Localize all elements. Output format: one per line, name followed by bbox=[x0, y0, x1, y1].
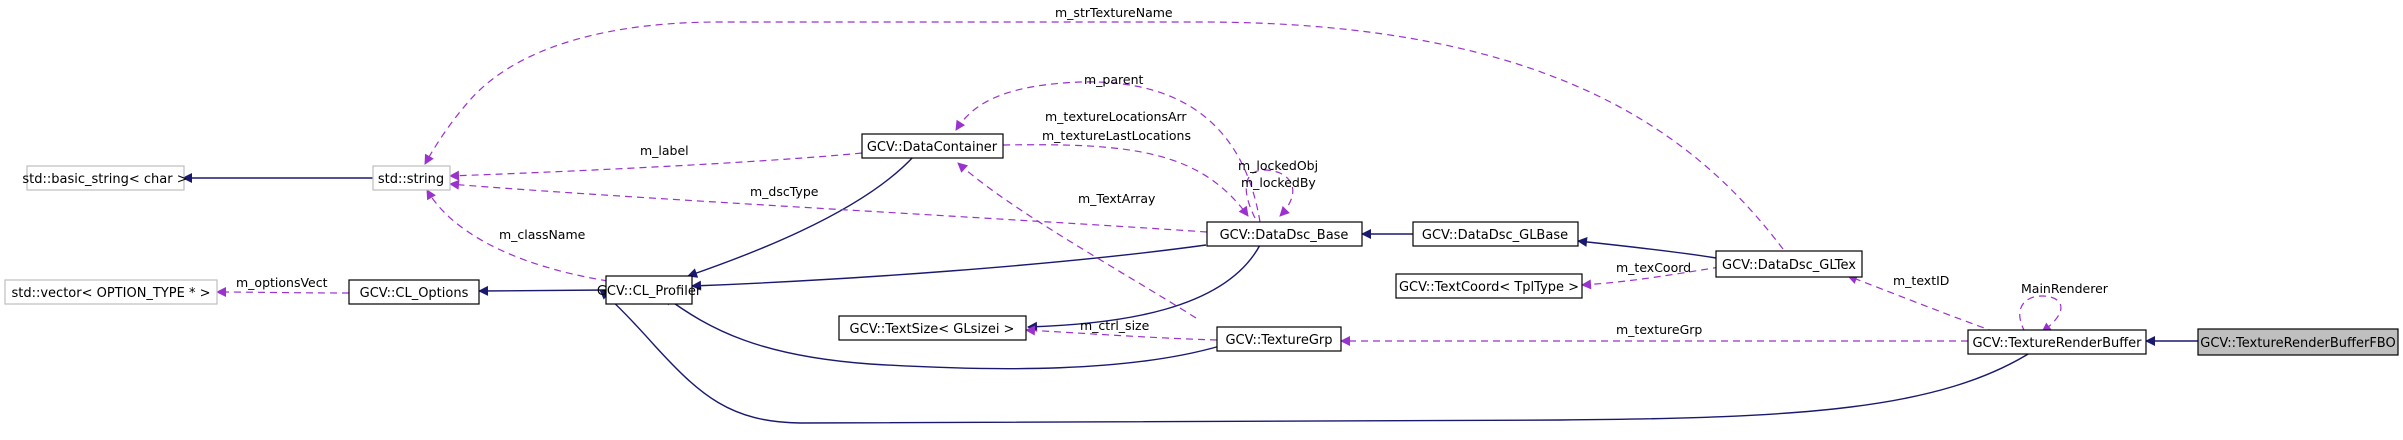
node-label: GCV::CL_Profiler bbox=[597, 284, 702, 299]
edge-renderbuffer-mainrenderer-self bbox=[2019, 295, 2062, 333]
edge-texturegrp-to-profiler bbox=[663, 295, 1221, 370]
node-label: GCV::TextureGrp bbox=[1225, 333, 1332, 348]
edge-base-dsctype-to-string bbox=[449, 179, 1208, 233]
edge-label-texture-last-locations: m_textureLastLocations bbox=[1042, 128, 1191, 143]
edge-label-texture-locations-arr: m_textureLocationsArr bbox=[1045, 109, 1187, 124]
node-label: GCV::CL_Options bbox=[360, 286, 469, 301]
node-label: std::vector< OPTION_TYPE * > bbox=[11, 286, 210, 301]
edge-label-dsc-type: m_dscType bbox=[750, 184, 819, 199]
edge-base-to-profiler bbox=[691, 244, 1207, 291]
edge-label-class-name: m_className bbox=[499, 227, 586, 242]
node-cl-profiler[interactable]: GCV::CL_Profiler bbox=[597, 275, 702, 305]
node-vector[interactable]: std::vector< OPTION_TYPE * > bbox=[4, 279, 218, 305]
node-cl-options[interactable]: GCV::CL_Options bbox=[348, 279, 480, 305]
node-label: GCV::DataDsc_Base bbox=[1220, 228, 1349, 243]
edge-base-parent-to-datacontainer bbox=[955, 81, 1261, 223]
node-label: GCV::TextureRenderBuffer bbox=[1972, 336, 2142, 351]
node-datadsc-glbase[interactable]: GCV::DataDsc_GLBase bbox=[1412, 221, 1579, 247]
edge-datacontainer-label-to-string bbox=[449, 152, 863, 181]
node-label: GCV::TextCoord< TplType > bbox=[1399, 280, 1579, 295]
node-texturegrp[interactable]: GCV::TextureGrp bbox=[1216, 326, 1342, 352]
edge-renderbuffer-to-profiler bbox=[599, 289, 2034, 425]
node-label: std::basic_string< char > bbox=[22, 172, 187, 187]
usage-edges bbox=[216, 21, 2062, 346]
edge-datacontainer-to-profiler bbox=[687, 155, 915, 278]
node-label: GCV::TextSize< GLsizei > bbox=[850, 322, 1015, 337]
node-datadsc-base[interactable]: GCV::DataDsc_Base bbox=[1206, 221, 1363, 247]
node-label: GCV::TextureRenderBufferFBO bbox=[2200, 336, 2395, 351]
node-label: GCV::DataContainer bbox=[867, 140, 998, 155]
edge-label-options-vect: m_optionsVect bbox=[236, 275, 328, 290]
edge-base-to-textsize bbox=[1027, 244, 1261, 332]
class-nodes: std::basic_string< char > std::string st… bbox=[4, 133, 2399, 356]
node-label: GCV::DataDsc_GLTex bbox=[1722, 258, 1856, 273]
edge-cloptions-optionsvect-to-vector bbox=[216, 287, 350, 298]
node-textcoord[interactable]: GCV::TextCoord< TplType > bbox=[1395, 273, 1583, 299]
edge-label-label: m_label bbox=[640, 143, 689, 158]
edge-label-str-texture-name: m_strTextureName bbox=[1055, 5, 1173, 20]
node-string[interactable]: std::string bbox=[372, 165, 451, 191]
edge-label-text-array: m_TextArray bbox=[1078, 191, 1156, 206]
edge-label-text-id: m_textID bbox=[1893, 273, 1949, 288]
edge-gltex-texcoord-to-textcoord bbox=[1581, 266, 1721, 290]
edge-label-locked-by: m_lockedBy bbox=[1241, 175, 1316, 190]
node-datadsc-gltex[interactable]: GCV::DataDsc_GLTex bbox=[1715, 250, 1863, 278]
node-datacontainer[interactable]: GCV::DataContainer bbox=[861, 133, 1004, 159]
node-texturerenderbuffer[interactable]: GCV::TextureRenderBuffer bbox=[1967, 329, 2147, 355]
edge-label-tex-coord: m_texCoord bbox=[1616, 260, 1691, 275]
edge-label-texture-grp: m_textureGrp bbox=[1616, 322, 1702, 337]
node-texturerenderbufferfbo[interactable]: GCV::TextureRenderBufferFBO bbox=[2197, 328, 2399, 356]
node-label: std::string bbox=[378, 172, 444, 187]
edge-base-locked-self bbox=[1245, 169, 1294, 219]
node-textsize[interactable]: GCV::TextSize< GLsizei > bbox=[838, 315, 1027, 341]
edge-texturegrp-textarray-to-datacontainer bbox=[957, 162, 1197, 319]
edge-texturegrp-ctrlsize-to-textsize bbox=[1025, 325, 1218, 341]
edge-label-parent: m_parent bbox=[1084, 72, 1143, 87]
edge-profiler-classname-to-string bbox=[426, 189, 609, 282]
edge-labels: m_strTextureName m_parent m_label m_text… bbox=[236, 5, 2109, 337]
edge-cl-options-to-profiler bbox=[478, 285, 607, 296]
node-basic-string[interactable]: std::basic_string< char > bbox=[22, 165, 188, 191]
node-label: GCV::DataDsc_GLBase bbox=[1422, 228, 1568, 243]
edge-label-main-renderer: MainRenderer bbox=[2021, 281, 2109, 296]
edge-gltex-to-glbase bbox=[1577, 236, 1717, 259]
edge-label-locked-obj: m_lockedObj bbox=[1238, 158, 1318, 173]
edge-gltex-strtexturename-to-string bbox=[424, 21, 1784, 250]
inheritance-edges bbox=[182, 155, 2198, 425]
edge-label-ctrl-size: m_ctrl_size bbox=[1080, 318, 1150, 333]
